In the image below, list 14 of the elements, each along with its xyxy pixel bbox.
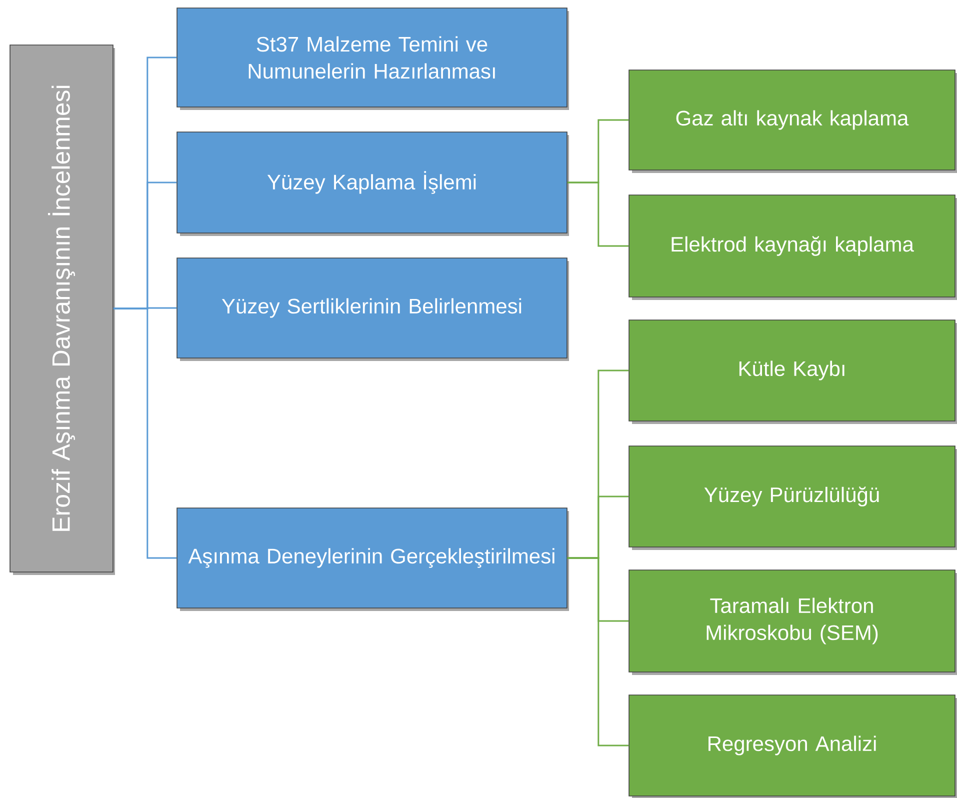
connector-line	[567, 182, 629, 247]
result-box: Yüzey Pürüzlülüğü	[628, 446, 956, 548]
process-box: St37 Malzeme Temini ve Numunelerin Hazırlanması	[176, 8, 568, 108]
result-box: Taramalı Elektron Mikroskobu (SEM)	[628, 570, 956, 672]
topic-box: Erozif Aşınma Davranışının İncelenmesi	[10, 44, 114, 572]
result-box: Elektrod kaynağı kaplama	[628, 194, 956, 298]
result-box: Gaz altı kaynak kaplama	[628, 70, 956, 170]
result-box: Kütle Kaybı	[628, 320, 956, 422]
process-box: Yüzey Kaplama İşlemi	[176, 132, 568, 234]
connector-line	[567, 557, 629, 746]
process-box: Yüzey Sertliklerinin Belirlenmesi	[176, 258, 568, 358]
connector-line	[113, 308, 177, 559]
process-box: Aşınma Deneylerinin Gerçekleştirilmesi	[176, 508, 568, 608]
result-box: Regresyon Analizi	[628, 694, 956, 796]
